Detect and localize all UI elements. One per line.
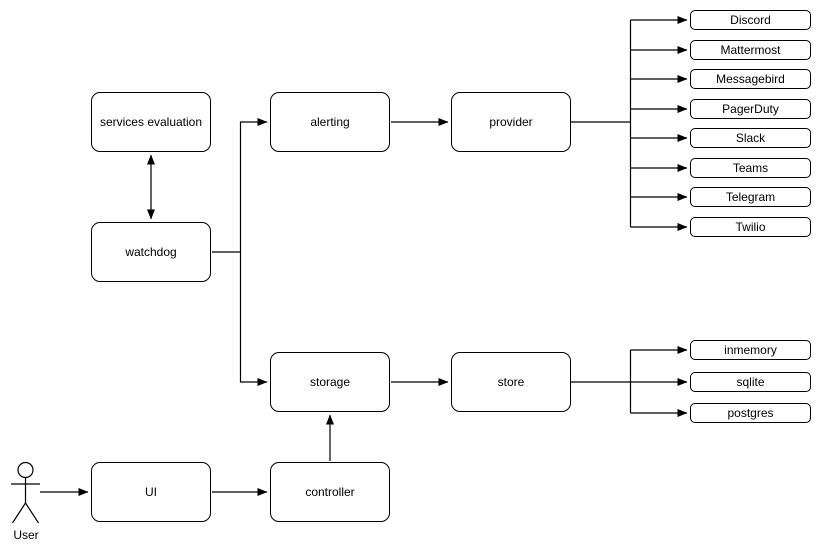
user-actor-icon xyxy=(11,461,40,524)
leaf-sqlite: sqlite xyxy=(690,372,811,392)
edge-provider-trunk xyxy=(571,20,632,227)
node-provider: provider xyxy=(451,92,571,152)
edge-watchdog-storage xyxy=(239,252,268,386)
leaf-postgres: postgres xyxy=(690,403,811,423)
leaf-slack: Slack xyxy=(690,128,811,148)
leaf-mattermost: Mattermost xyxy=(690,40,811,60)
node-controller: controller xyxy=(270,462,390,522)
node-alerting: alerting xyxy=(270,92,390,152)
leaf-teams: Teams xyxy=(690,158,811,178)
user-actor-label: User xyxy=(13,528,39,542)
leaf-messagebird: Messagebird xyxy=(690,69,811,89)
leaf-inmemory: inmemory xyxy=(690,340,811,360)
leaf-discord: Discord xyxy=(690,10,811,30)
leaf-telegram: Telegram xyxy=(690,187,811,207)
node-ui: UI xyxy=(91,462,211,522)
node-storage: storage xyxy=(270,352,390,412)
leaf-pagerduty: PagerDuty xyxy=(690,99,811,119)
edge-store-trunk xyxy=(571,350,632,413)
edge-watchdog-alerting xyxy=(212,118,268,253)
node-watchdog: watchdog xyxy=(91,222,211,282)
node-store: store xyxy=(451,352,571,412)
leaf-twilio: Twilio xyxy=(690,217,811,237)
node-services-evaluation: services evaluation xyxy=(91,92,211,152)
